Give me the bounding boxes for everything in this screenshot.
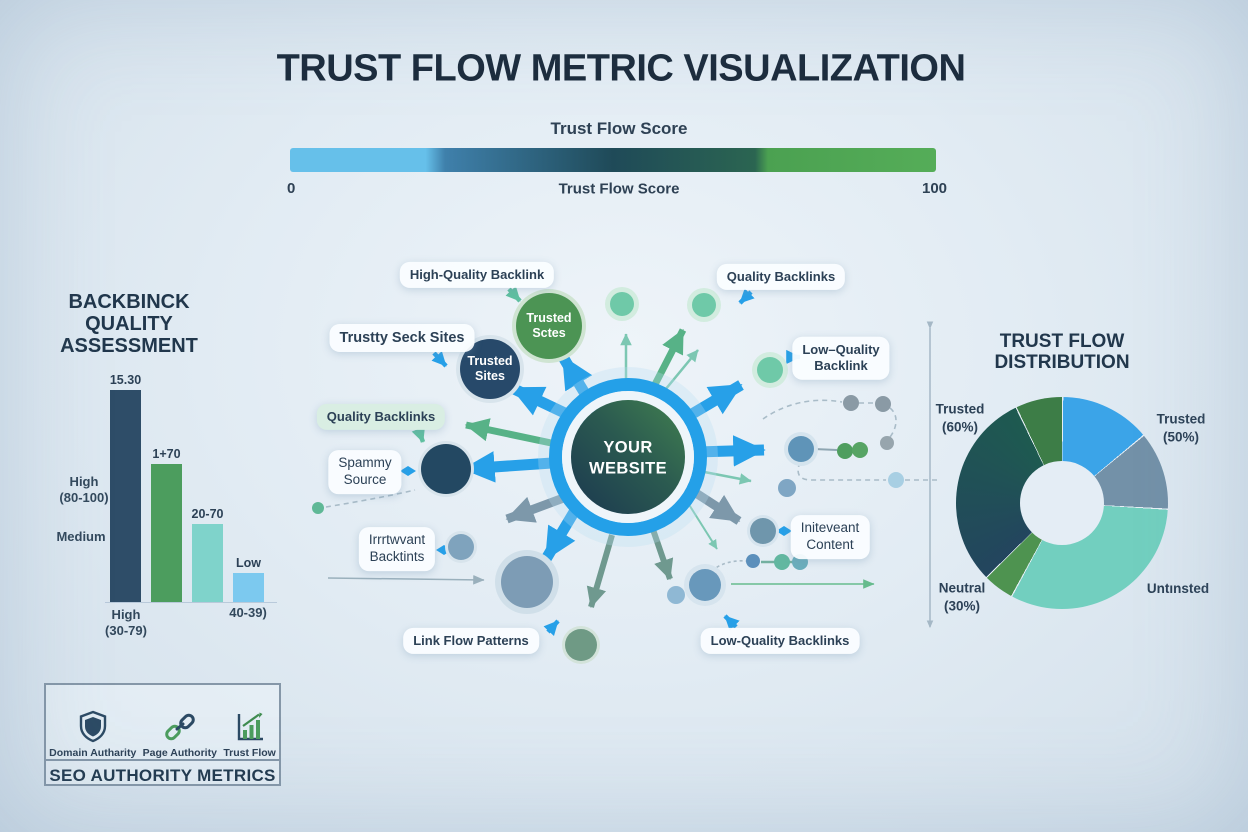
metrics-panel-title: SEO AUTHORITY METRICS (49, 765, 276, 785)
metric-label: Page Authority (142, 747, 217, 759)
bar-3 (233, 573, 264, 602)
trusted-sites-green-node-label: Trusted Sctes (526, 311, 572, 340)
label-trustty-seck-sites: Trustty Seck Sites (329, 323, 475, 353)
label-low-quality-backlink: Low–Quality Backlink (792, 336, 890, 380)
bar-chart-side-label-medium: Medium (56, 529, 106, 544)
donut-label-trusted-50: Trusted (50%) (1156, 411, 1206, 444)
metrics-icon-row: Domain Autharity Page Authority (46, 685, 279, 759)
bar-1 (151, 464, 182, 602)
label-quality-backlinks-top: Quality Backlinks (716, 263, 846, 291)
metric-trust-flow: Trust Flow (223, 710, 276, 759)
trust-flow-distribution-title: TRUST FLOW DISTRIBUTION (994, 331, 1130, 373)
bar-2 (192, 524, 223, 602)
metric-label: Trust Flow (223, 747, 276, 759)
page-title: TRUST FLOW METRIC VISUALIZATION (276, 47, 966, 90)
your-website-label: YOUR WEBSITE (589, 438, 667, 477)
trust-flow-score-gradient-bar (290, 148, 936, 172)
label-high-quality-backlink: High-Quality Backlink (399, 261, 555, 289)
label-irrelevant-backlinks: Irrrtwvant Backtints (358, 527, 436, 571)
label-quality-backlinks-left: Quality Backlinks (316, 403, 446, 431)
bar-0 (110, 390, 141, 602)
bar-chart-x-label-low: 40-39) (229, 605, 267, 620)
backlink-quality-title: BACKBINCK QUALITY ASSESSMENT (60, 291, 198, 357)
metric-label: Domain Autharity (49, 747, 137, 759)
incoming-link-arrow (327, 575, 485, 585)
donut-label-trusted-60: Trusted (60%) (935, 401, 985, 434)
trusted-sites-navy-node-label: Trusted Sites (467, 354, 513, 383)
score-min-label: 0 (287, 180, 296, 197)
bar-value-label: Low (236, 556, 261, 570)
bar-chart-side-label-high: High (80-100) (59, 474, 109, 505)
trend-chart-icon (237, 712, 263, 741)
shield-icon (79, 710, 106, 743)
label-link-flow-patterns: Link Flow Patterns (403, 627, 539, 655)
your-website-hub (538, 367, 718, 547)
donut-label-untrusted: Untınsted (1146, 581, 1210, 597)
score-axis-label: Trust Flow Score (558, 180, 680, 198)
bar-value-label: 1+70 (152, 447, 181, 461)
donut-label-neutral-30: Neutral (30%) (938, 580, 986, 613)
label-irrelevant-content: Initeveant Content (790, 515, 870, 559)
bar-chart-x-label-high: High (30-79) (105, 607, 147, 638)
label-spammy-source: Spammy Source (328, 450, 402, 494)
link-icon (165, 713, 195, 741)
donut-hole (1020, 461, 1104, 545)
score-scale-title: Trust Flow Score (550, 119, 688, 138)
metric-domain-authority: Domain Autharity (49, 710, 136, 759)
metrics-title-row: SEO AUTHORITY METRICS (46, 759, 279, 790)
bar-value-label: 20-70 (191, 507, 224, 521)
diagram-nodes (312, 287, 904, 664)
trust-flow-distribution-donut (956, 397, 1168, 609)
bar-value-label: 15.30 (109, 373, 142, 387)
seo-authority-metrics-panel: Domain Autharity Page Authority (44, 683, 281, 786)
metric-page-authority: Page Authority (143, 710, 217, 759)
score-max-label: 100 (922, 180, 948, 197)
label-low-quality-backlinks: Low-Quality Backlinks (700, 627, 860, 655)
